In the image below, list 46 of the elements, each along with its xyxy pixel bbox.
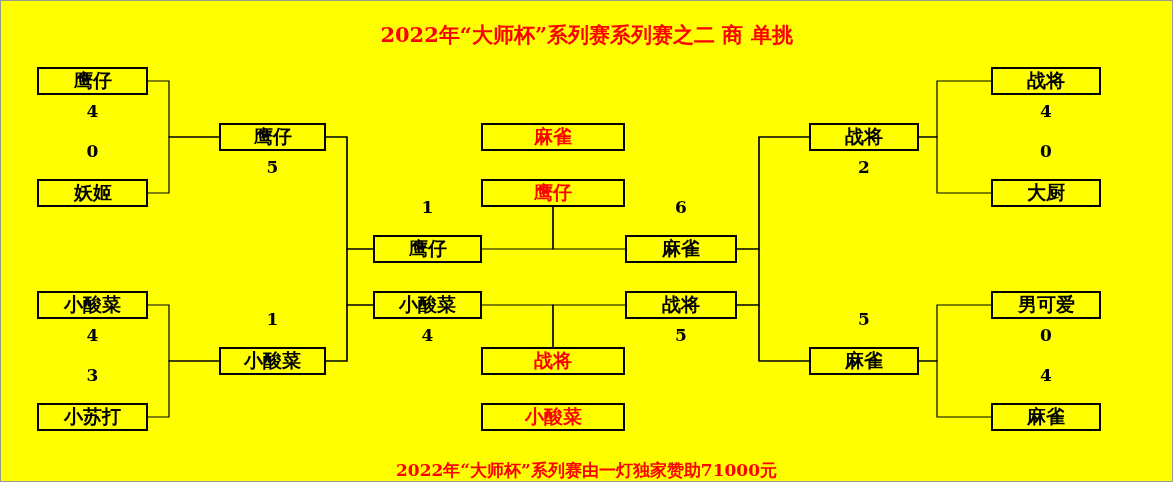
score-label: 4: [1040, 101, 1052, 121]
score-label: 0: [1040, 325, 1052, 345]
score-label: 5: [266, 157, 279, 177]
bracket-line: [552, 206, 626, 250]
bracket-line: [736, 304, 810, 362]
player-box: 麻雀: [991, 403, 1101, 431]
player-box: 小酸菜: [481, 403, 625, 431]
player-box: 小酸菜: [373, 291, 482, 319]
score-label: 3: [86, 365, 99, 385]
player-box: 战将: [809, 123, 919, 151]
score-label: 5: [858, 309, 870, 329]
player-box: 小苏打: [37, 403, 148, 431]
player-box: 小酸菜: [219, 347, 326, 375]
bracket-line: [147, 360, 220, 418]
bracket-line: [325, 304, 374, 362]
score-label: 4: [1040, 365, 1052, 385]
score-label: 4: [421, 325, 434, 345]
bracket-line: [147, 136, 220, 194]
title: 2022年“大师杯”系列赛系列赛之二 商 单挑: [379, 21, 794, 49]
player-box: 妖姬: [37, 179, 148, 207]
score-label: 4: [86, 325, 99, 345]
score-label: 4: [86, 101, 99, 121]
bracket-line: [918, 136, 992, 194]
player-box: 战将: [481, 347, 625, 375]
score-label: 2: [858, 157, 870, 177]
score-label: 0: [86, 141, 99, 161]
score-label: 0: [1040, 141, 1052, 161]
player-box: 战将: [991, 67, 1101, 95]
player-box: 大厨: [991, 179, 1101, 207]
bracket-line: [918, 360, 992, 418]
caption: 2022年“大师杯”系列赛由一灯独家赞助71000元: [395, 459, 778, 481]
player-box: 男可爱: [991, 291, 1101, 319]
bracket-line: [552, 304, 626, 348]
player-box: 鹰仔: [37, 67, 148, 95]
score-label: 6: [675, 197, 687, 217]
player-box: 鹰仔: [219, 123, 326, 151]
player-box: 麻雀: [809, 347, 919, 375]
score-label: 1: [421, 197, 434, 217]
player-box: 麻雀: [481, 123, 625, 151]
player-box: 麻雀: [625, 235, 737, 263]
score-label: 1: [266, 309, 279, 329]
player-box: 小酸菜: [37, 291, 148, 319]
player-box: 鹰仔: [481, 179, 625, 207]
player-box: 战将: [625, 291, 737, 319]
score-label: 5: [675, 325, 687, 345]
player-box: 鹰仔: [373, 235, 482, 263]
